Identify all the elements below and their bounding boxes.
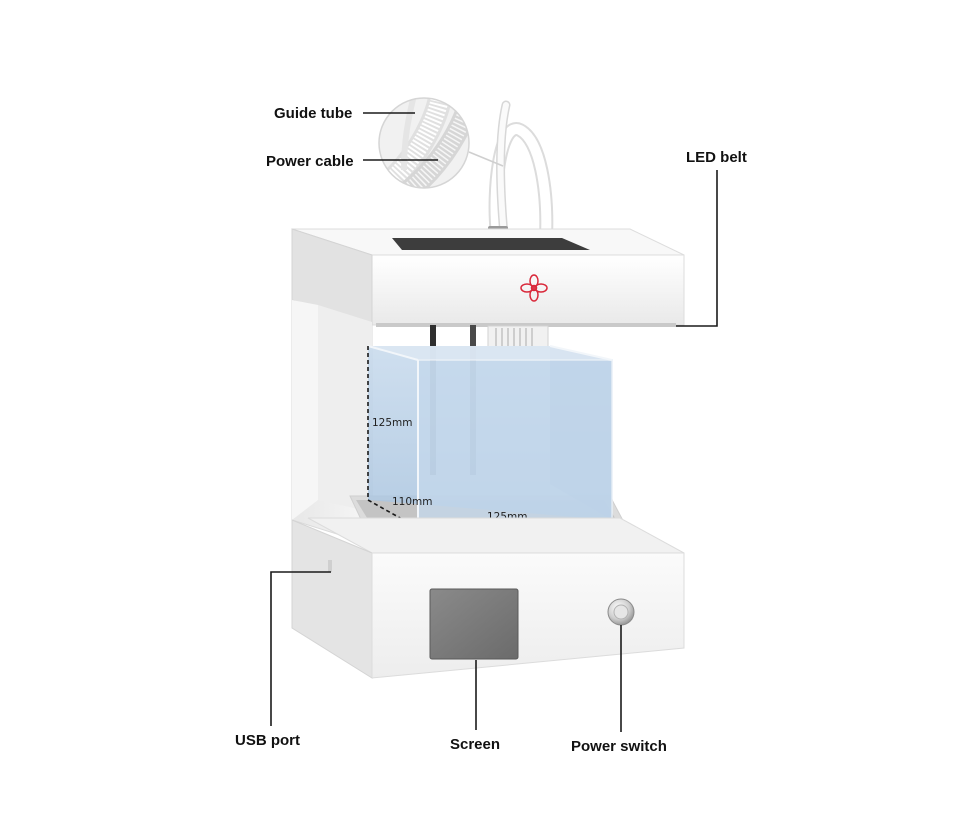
guide-tube-loop (488, 100, 554, 245)
tube-detail-magnifier (378, 97, 504, 189)
callout-screen: Screen (450, 736, 500, 753)
callout-guide-tube: Guide tube (274, 105, 352, 122)
leader-lines (270, 112, 718, 732)
callout-usb-port: USB port (235, 732, 300, 749)
left-column (291, 299, 373, 546)
callout-led-belt: LED belt (686, 149, 747, 166)
build-volume (367, 345, 613, 530)
callout-power-switch: Power switch (571, 738, 667, 755)
touch-screen[interactable] (429, 588, 519, 660)
dimension-height-label: 125mm (372, 417, 413, 429)
top-frame (291, 228, 685, 327)
flower-logo-icon (520, 274, 548, 302)
dimension-depth-label: 110mm (392, 496, 433, 508)
power-button-icon[interactable] (607, 598, 635, 626)
callout-power-cable: Power cable (266, 153, 354, 170)
